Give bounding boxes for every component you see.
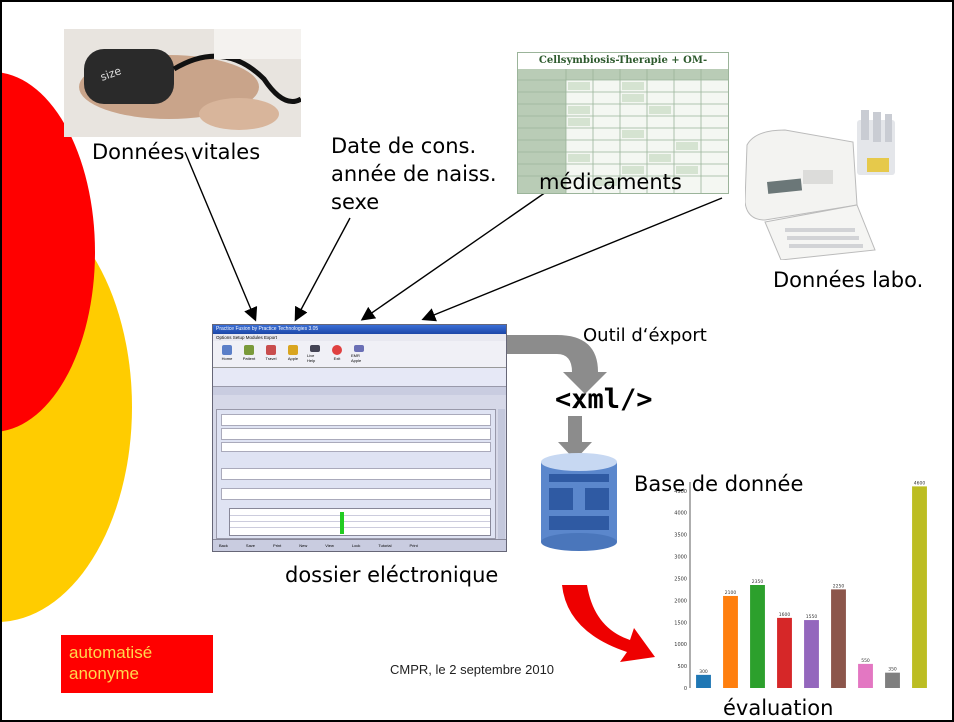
ehr-toolbar-patient: Patient [241,345,257,363]
ehr-toolbar: Home Patient Travel Apple Live Help Exit… [213,341,506,368]
ehr-menubar: Options Setup Modules Export [213,334,506,341]
chart-bar [858,663,873,688]
chart-ytick-label: 1500 [674,620,687,626]
vital-signs-photo: size [64,29,301,137]
chart-ytick-label: 500 [677,664,687,670]
xml-tag: <xml/> [555,384,653,415]
chart-data-label: 2250 [833,583,845,589]
travel-icon [266,345,276,355]
patient-icon [244,345,254,355]
chart-data-label: 4600 [914,480,926,486]
chart-bar [750,585,765,688]
ehr-toolbar-travel: Travel [263,345,279,363]
chart-data-label: 1550 [806,614,818,620]
arrow-date [294,217,351,322]
database-cylinder [541,453,617,551]
exit-icon [332,345,342,355]
ehr-tabs [213,387,506,395]
label-date-cons: Date de cons. année de naiss. sexe [331,134,497,214]
chart-ytick-label: 4500 [674,489,687,495]
label-base-de-donnee: Base de donnée [634,472,804,496]
label-outil-export: Outil d‘éxport [583,325,707,346]
chart-ytick-label: 3000 [674,555,687,561]
medication-table-title: Cellsymbiosis-Therapie + OM-Präparate [518,53,728,82]
footer-text: CMPR, le 2 septembre 2010 [390,662,555,677]
ehr-plan-grid [229,508,491,536]
ehr-toolbar-apple: Apple [285,345,301,363]
label-medicaments: médicaments [539,170,682,194]
ehr-titlebar: Practice Fusion by Practice Technologies… [213,325,506,334]
lab-analyzer-image [744,110,895,261]
ehr-window: Practice Fusion by Practice Technologies… [212,324,507,552]
chart-data-label: 300 [699,669,708,675]
export-arrow [507,335,607,394]
emr-icon [354,345,364,352]
ehr-soap-pane [216,409,496,539]
label-donnees-vitales: Données vitales [92,140,261,164]
label-dossier-electronique: dossier eléctronique [285,563,499,587]
chart-ytick-label: 4000 [674,511,687,517]
ehr-field-row [221,488,491,500]
ehr-toolbar-emr: EMR Apple [351,345,367,363]
ehr-field-row [221,468,491,480]
ehr-green-marker [340,512,344,534]
ehr-scrollbar [498,409,505,539]
arrow-medicaments [360,191,547,321]
arrow-vitales [184,151,258,322]
chart-bar [804,620,819,688]
help-icon [310,345,320,352]
ehr-field-row [221,414,491,426]
chart-bar [696,674,711,688]
evaluation-arrow [562,585,655,662]
arrow-labo [421,197,723,322]
chart-ytick-label: 2500 [674,576,687,582]
ehr-toolbar-live-help: Live Help [307,345,323,363]
apple-icon [288,345,298,355]
ehr-patient-bar [213,368,506,387]
ehr-statusbar: Back Save Print New View Lock Tutorial P… [213,539,506,551]
ehr-toolbar-home: Home [219,345,235,363]
chart-data-label: 2100 [725,590,737,596]
label-donnees-labo: Données labo. [773,268,924,292]
chart-data-label: 350 [888,667,897,673]
chart-bar [831,589,846,688]
chart-ytick-label: 3500 [674,533,687,539]
chart-bar [912,486,927,688]
ehr-field-row [221,442,491,452]
chart-data-label: 550 [861,658,870,664]
chart-ytick-label: 2000 [674,598,687,604]
chart-bar [777,617,792,688]
chart-ytick-label: 1000 [674,642,687,648]
chart-bar [885,672,900,688]
db-arrow [558,416,592,460]
chart-ytick-label: 0 [684,686,687,692]
home-icon [222,345,232,355]
chart-bar [723,595,738,688]
evaluation-chart: 0 500 1000 1500 2000 2500 3000 3500 4000 4500 300 2… [674,480,927,692]
ehr-field-row [221,428,491,440]
chart-data-label: 2350 [752,579,764,585]
ehr-toolbar-exit: Exit [329,345,345,363]
chart-data-label: 1600 [779,612,791,618]
automated-anonymous-badge: automatisé anonyme [61,635,213,693]
medication-table-image: Cellsymbiosis-Therapie + OM-Präparate [517,52,729,194]
label-evaluation: évaluation [723,696,834,720]
